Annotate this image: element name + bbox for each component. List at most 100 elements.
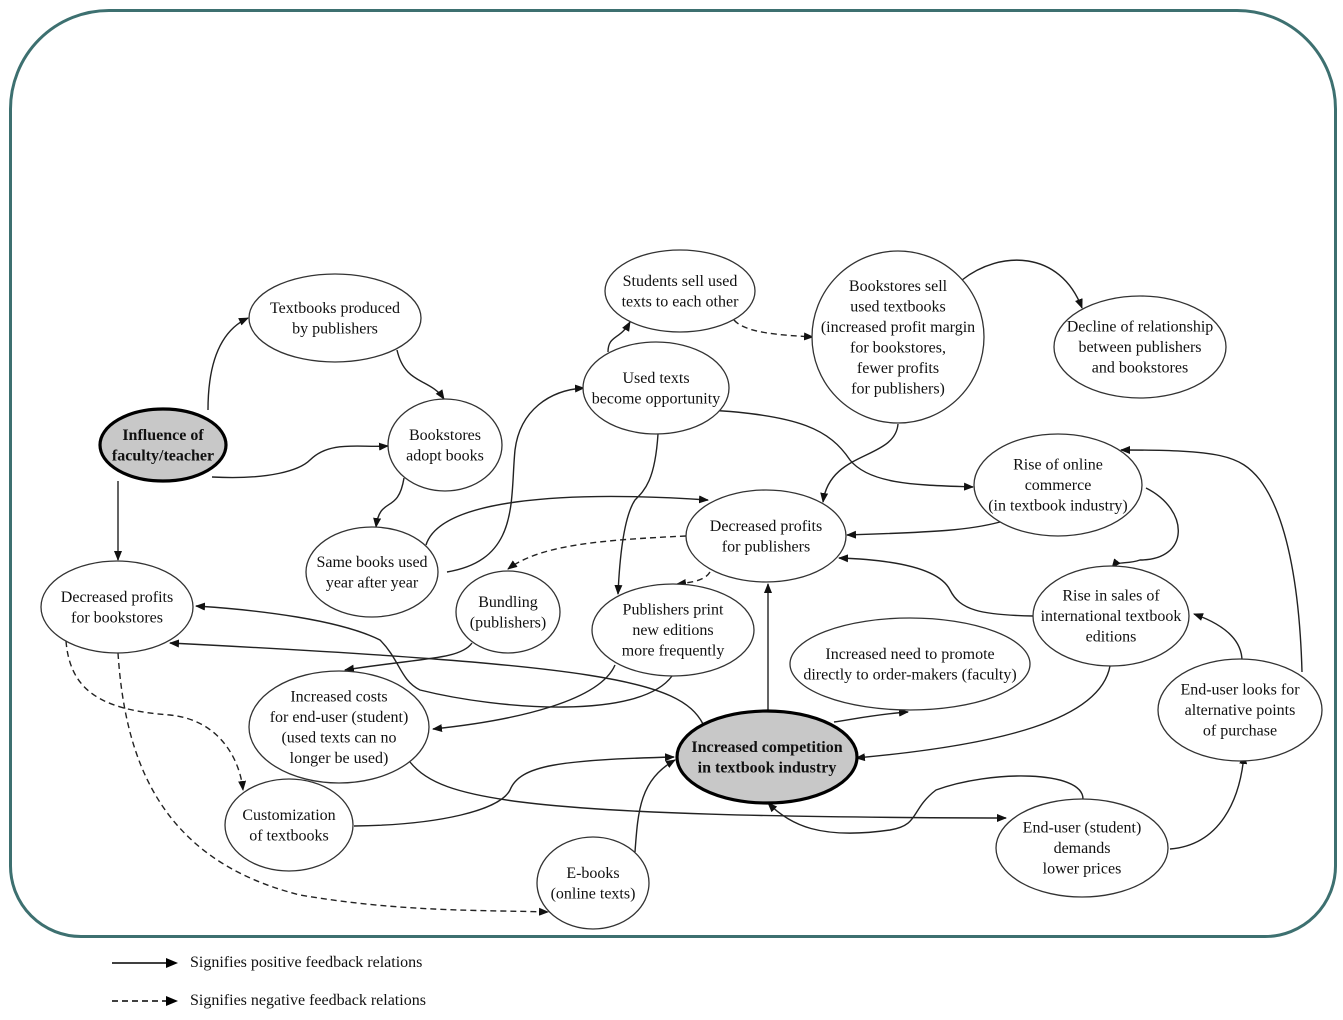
edge-end-user-demands-to-end-user-alt [1169, 754, 1248, 850]
node-ellipse [98, 407, 228, 483]
node-label-line: (in textbook industry) [988, 498, 1128, 515]
node-label-line: End-user (student) [1023, 820, 1142, 837]
edge-influence-to-textbooks-produced [207, 317, 249, 411]
node-label-line: international textbook [1041, 608, 1182, 625]
node-label-line: E-books [566, 865, 619, 882]
node-label-line: End-user looks for [1180, 682, 1300, 699]
node-label-line: by publishers [292, 320, 378, 337]
node-ellipse [40, 560, 194, 654]
node-label-line: Used texts [622, 370, 689, 387]
legend-positive: Signifies positive feedback relations [110, 944, 426, 982]
edge-competition-to-dec-profits-bookstores [169, 639, 704, 725]
node-label-line: and bookstores [1092, 360, 1188, 377]
node-ellipse [685, 489, 847, 583]
node-label-line: used textbooks [850, 298, 946, 315]
node-label-line: for publishers) [851, 380, 945, 397]
edge-same-books-to-used-texts [446, 384, 585, 573]
node-ebooks: E-books(online texts) [536, 836, 650, 930]
node-students-sell: Students sell used texts to each other [604, 249, 756, 333]
edge-end-user-alt-to-rise-online [1120, 446, 1303, 673]
node-ellipse [811, 250, 985, 424]
node-bookstores-adopt: Bookstores adopt books [387, 398, 503, 492]
node-end-user-alt: End-user looks for alternative points of p… [1157, 658, 1323, 762]
node-label-line: commerce [1025, 477, 1092, 494]
node-ellipse [995, 798, 1169, 898]
node-ellipse [455, 570, 561, 654]
edge-rise-online-to-dec-profits-publishers [846, 521, 1001, 539]
node-label-line: for publishers [722, 538, 810, 555]
node-label-line: fewer profits [857, 360, 939, 377]
node-bundling: Bundling(publishers) [455, 570, 561, 654]
node-label-line: longer be used) [290, 750, 389, 767]
edge-used-texts-to-new-editions [614, 433, 659, 595]
node-label-line: Rise of online [1013, 457, 1103, 474]
node-label-line: for end-user (student) [270, 709, 409, 726]
node-ellipse [387, 398, 503, 492]
node-label-line: Decreased profits [61, 589, 173, 606]
node-ellipse [591, 583, 755, 677]
node-ellipse [224, 778, 354, 872]
node-label-line: between publishers [1078, 339, 1201, 356]
node-label-line: Students sell used [623, 273, 738, 290]
node-ellipse [789, 617, 1031, 711]
edge-competition-to-need-promote [833, 708, 909, 723]
node-label-line: Decreased profits [710, 518, 822, 535]
edge-dec-profits-publishers-to-new-editions [676, 571, 711, 587]
node-ellipse [248, 670, 430, 784]
node-label-line: lower prices [1043, 861, 1122, 878]
node-textbooks-produced: Textbooks produced by publishers [248, 273, 422, 363]
node-ellipse [1032, 565, 1190, 667]
node-label-line: Textbooks produced [270, 300, 400, 317]
node-label-line: adopt books [406, 447, 484, 464]
node-ellipse [305, 526, 439, 618]
node-label-line: Bundling [478, 594, 538, 611]
node-competition: Increased competition in textbook industr… [675, 709, 859, 805]
node-label-line: for bookstores [71, 609, 163, 626]
node-customization: Customization of textbooks [224, 778, 354, 872]
edge-dec-profits-publishers-to-bundling [507, 535, 687, 570]
solid-arrow-icon [112, 958, 178, 968]
node-ellipse [582, 341, 730, 435]
node-label-line: of purchase [1203, 723, 1277, 740]
node-rise-online: Rise of online commerce (in textbook indus… [973, 433, 1143, 537]
diagram-frame [9, 9, 1337, 938]
edge-used-texts-to-students-sell [607, 321, 631, 353]
node-label-line: of textbooks [249, 827, 329, 844]
node-ellipse [1157, 658, 1323, 762]
node-label-line: become opportunity [592, 390, 720, 407]
node-label-line: alternative points [1185, 702, 1296, 719]
node-label-line: texts to each other [622, 293, 740, 310]
edge-increased-costs-to-end-user-demands [409, 761, 1007, 822]
legend-positive-label: Signifies positive feedback relations [190, 954, 423, 971]
node-label-line: Increased competition [691, 739, 842, 756]
node-label-line: Bookstores [409, 427, 481, 444]
node-label-line: more frequently [622, 643, 725, 660]
node-ellipse [536, 836, 650, 930]
legend: Signifies positive feedback relations Si… [110, 944, 426, 1020]
edge-ebooks-to-competition [634, 759, 676, 853]
edge-textbooks-produced-to-bookstores-adopt [396, 349, 445, 400]
edge-dec-profits-bookstores-to-customization [65, 640, 247, 791]
edge-rise-international-to-competition [855, 665, 1111, 762]
legend-negative-label: Signifies negative feedback relations [190, 992, 426, 1009]
node-label-line: Increased need to promote [825, 646, 994, 663]
edge-end-user-demands-to-competition [767, 775, 1084, 834]
node-label-line: Increased costs [290, 688, 387, 705]
node-label-line: for bookstores, [850, 339, 946, 356]
node-label-line: Rise in sales of [1062, 588, 1160, 605]
node-ellipse [1053, 295, 1227, 399]
node-label-line: Decline of relationship [1067, 319, 1214, 336]
edge-bookstores-sell-to-dec-profits-publishers [820, 423, 899, 503]
edge-influence-to-bookstores-adopt [211, 442, 389, 479]
node-label-line: Customization [242, 807, 335, 824]
node-label-line: faculty/teacher [112, 447, 214, 464]
node-label-line: Bookstores sell [849, 278, 948, 295]
node-ellipse [675, 709, 859, 805]
node-label-line: in textbook industry [698, 759, 837, 776]
node-ellipse [248, 273, 422, 363]
